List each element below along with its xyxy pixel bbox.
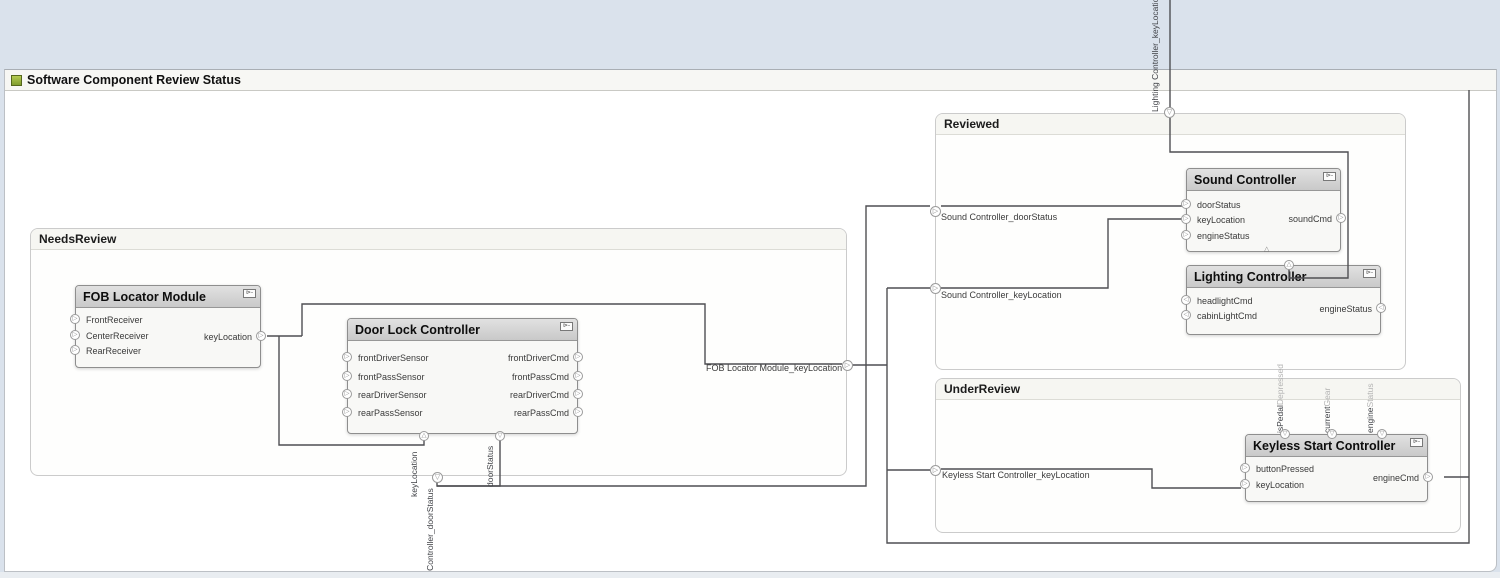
port-in-icon[interactable]: ▷ [70,314,80,324]
wire-label-lighting-keylocation: Lighting Controller_keyLocation [1150,0,1160,112]
component-fob-title[interactable]: FOB Locator Module [76,286,260,308]
port-label-sound-enginestatus: engineStatus [1197,231,1250,241]
port-in-icon[interactable]: ▷ [342,371,352,381]
wire-label-sound-doorstatus: Sound Controller_doorStatus [941,212,1058,222]
wire-label-doorlock-doorstatus: Door Lock Controller_doorStatus [425,488,435,578]
group-port-fob-keylocation[interactable]: ▷ [842,360,853,371]
diagram-title: Software Component Review Status [27,73,241,87]
port-in-icon[interactable]: ▷ [70,330,80,340]
component-keyless-title[interactable]: Keyless Start Controller [1246,435,1427,457]
port-label-buttonpressed: buttonPressed [1256,464,1315,474]
component-badge-icon: ⊳- [243,289,256,298]
port-in-icon[interactable]: ▷ [342,389,352,399]
port-label-currentgear: currentGear [1322,387,1332,433]
port-label-sound-doorstatus: doorStatus [1197,200,1241,210]
component-keyless-start-controller[interactable]: Keyless Start Controller ⊳- buttonPresse… [1245,434,1428,502]
component-sound-controller[interactable]: Sound Controller ⊳- doorStatus keyLocati… [1186,168,1341,252]
port-out-icon[interactable]: ▷ [573,371,583,381]
port-label-headlightcmd: headlightCmd [1197,296,1253,306]
port-label-frontpasscmd: frontPassCmd [511,372,569,382]
port-label-frontpasssensor: frontPassSensor [358,372,425,382]
component-badge-icon: ⊳- [1410,438,1423,447]
component-door-lock-controller[interactable]: Door Lock Controller ⊳- frontDriverSenso… [347,318,578,434]
group-port-sound-keylocation[interactable]: ▷ [930,283,941,294]
port-label-keyless-keylocation: keyLocation [1256,480,1305,490]
port-label-rearreceiver: RearReceiver [86,346,142,356]
port-label-dlc-bottom-doorstatus: doorStatus [485,445,495,487]
port-out-left-icon[interactable]: ◁ [1181,310,1191,320]
port-label-frontreceiver: FrontReceiver [86,315,143,325]
port-out-icon[interactable]: ▷ [1336,213,1346,223]
group-port-keyless-keylocation[interactable]: ▷ [930,465,941,476]
sound-bottom-port-icon[interactable]: △ [1264,246,1270,253]
port-label-cabinlightcmd: cabinLightCmd [1197,311,1258,321]
port-out-icon[interactable]: ▷ [573,407,583,417]
port-label-lighting-enginestatus: engineStatus [1319,304,1372,314]
port-out-icon[interactable]: ▷ [1423,472,1433,482]
port-in-icon[interactable]: ▷ [1240,463,1250,473]
port-label-ispedaldepressed: isPedalDepressed [1275,364,1285,433]
port-up-icon[interactable]: △ [419,431,429,441]
wire-label-fob-keylocation: FOB Locator Module_keyLocation [706,363,843,373]
port-label-centerreceiver: CenterReceiver [86,331,149,341]
port-top-down-icon[interactable]: ▽ [1327,429,1337,439]
port-in-icon[interactable]: ▷ [342,352,352,362]
port-out-icon[interactable]: ▷ [573,389,583,399]
port-in-icon[interactable]: ▷ [1181,230,1191,240]
component-lighting-controller[interactable]: Lighting Controller ⊳- headlightCmd cabi… [1186,265,1381,335]
wire-label-keyless-keylocation: Keyless Start Controller_keyLocation [942,470,1090,480]
component-door-lock-title[interactable]: Door Lock Controller [348,319,577,341]
port-top-icon[interactable]: △ [1284,260,1294,270]
port-label-rearpasscmd: rearPassCmd [513,408,569,418]
port-label-dlc-bottom-keylocation: keyLocation [409,451,419,497]
port-in-icon[interactable]: ▷ [1240,479,1250,489]
group-port-sound-doorstatus[interactable]: ▷ [930,206,941,217]
port-top-down-icon[interactable]: ▽ [1280,429,1290,439]
port-out-left-icon[interactable]: ◁ [1181,295,1191,305]
port-in-icon[interactable]: ▷ [342,407,352,417]
group-under-review-title[interactable]: UnderReview [936,379,1460,400]
component-fob-locator-module[interactable]: FOB Locator Module ⊳- FrontReceiver Cent… [75,285,261,368]
component-lighting-title[interactable]: Lighting Controller [1187,266,1380,288]
port-label-rearpasssensor: rearPassSensor [358,408,423,418]
port-label-frontdrivercmd: frontDriverCmd [507,353,569,363]
port-in-left-icon[interactable]: ◁ [1376,303,1386,313]
port-label-reardriversensor: rearDriverSensor [358,390,427,400]
port-label-soundcmd: soundCmd [1288,214,1332,224]
canvas-bottom-edge [0,572,1500,578]
port-label-sound-keylocation: keyLocation [1197,215,1246,225]
component-badge-icon: ⊳- [1323,172,1336,181]
port-label-reardrivercmd: rearDriverCmd [509,390,569,400]
port-label-frontdriversensor: frontDriverSensor [358,353,429,363]
port-in-icon[interactable]: ▷ [1181,199,1191,209]
port-down-icon[interactable]: ▽ [495,431,505,441]
diagram-green-icon [11,74,22,86]
component-badge-icon: ⊳- [1363,269,1376,278]
port-label-enginecmd: engineCmd [1372,473,1419,483]
port-label-fob-keylocation: keyLocation [203,332,252,342]
component-sound-title[interactable]: Sound Controller [1187,169,1340,191]
port-out-icon[interactable]: ▷ [256,331,266,341]
port-top-down-icon[interactable]: ▽ [1377,429,1387,439]
port-in-icon[interactable]: ▷ [70,345,80,355]
diagram-title-bar: Software Component Review Status [5,70,1496,91]
wire-label-sound-keylocation: Sound Controller_keyLocation [941,290,1062,300]
component-badge-icon: ⊳- [560,322,573,331]
port-in-icon[interactable]: ▷ [1181,214,1191,224]
group-port-doorlock-doorstatus[interactable]: ▽ [432,472,443,483]
port-out-icon[interactable]: ▷ [573,352,583,362]
group-port-lighting-keylocation[interactable]: ▽ [1164,107,1175,118]
group-needs-review-title[interactable]: NeedsReview [31,229,846,250]
port-label-enginestatus-top: engineStatus [1365,383,1375,433]
